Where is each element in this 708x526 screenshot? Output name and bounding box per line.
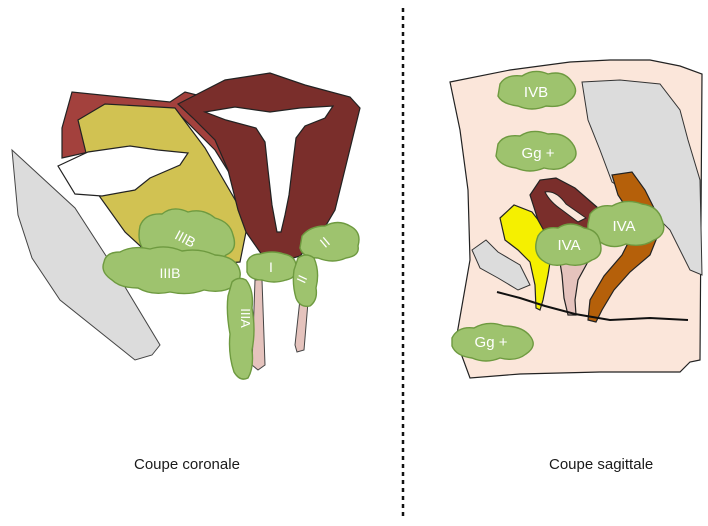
label-gg-lower: Gg +: [475, 334, 508, 351]
label-ivb: IVB: [524, 84, 548, 101]
label-iva-left: IVA: [557, 237, 580, 254]
label-i: I: [269, 259, 273, 275]
label-gg-upper: Gg +: [522, 145, 555, 162]
label-iiib-lower: IIIB: [159, 265, 180, 281]
label-iiia: IIIA: [238, 308, 253, 328]
caption-coronal: Coupe coronale: [134, 456, 240, 473]
coronal-section: IIIB IIIB I II II IIIA: [12, 73, 360, 379]
lesion-iiia: [227, 278, 254, 379]
label-iva-right: IVA: [612, 218, 635, 235]
caption-sagittal: Coupe sagittale: [549, 456, 653, 473]
sagittal-section: IVB Gg + IVA IVA Gg +: [450, 60, 702, 378]
